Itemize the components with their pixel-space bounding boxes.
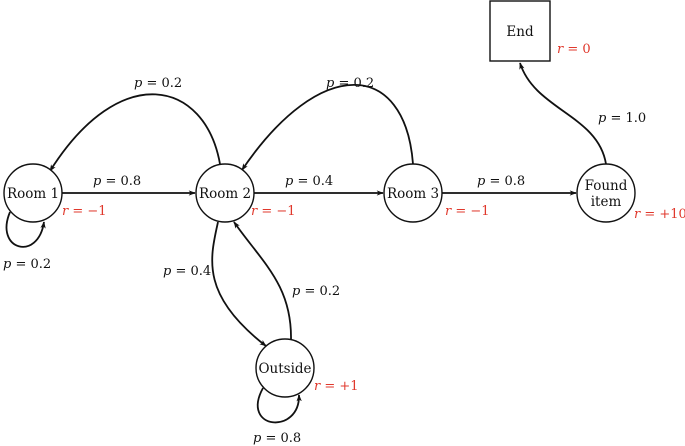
- node-shape-room2: [195, 163, 255, 223]
- reward-label-found: r = +10: [634, 207, 685, 222]
- reward-label-room3: r = −1: [445, 204, 490, 219]
- edge-prob-label-outside-room2: p = 0.2: [292, 284, 340, 299]
- edge-room2-outside: [211, 221, 267, 347]
- reward-label-end: r = 0: [557, 42, 591, 57]
- labels-layer: p = 0.2 p = 0.8 p = 0.2 p = 0.4 p = 0.2 p = 0…: [3, 42, 685, 446]
- node-label-end: End: [506, 24, 534, 40]
- edge-prob-label-outside-self: p = 0.8: [253, 431, 301, 446]
- node-room1: Room 1: [3, 163, 63, 223]
- node-room3: Room 3: [383, 163, 443, 223]
- node-shape-room1: [3, 163, 63, 223]
- edge-room3-room2: [241, 84, 414, 171]
- edge-prob-label-room1-room2: p = 0.8: [93, 174, 141, 189]
- node-label-found: item: [591, 194, 622, 210]
- reward-label-outside: r = +1: [314, 379, 359, 394]
- edge-prob-label-found-end: p = 1.0: [598, 111, 646, 126]
- edge-room1-self: [5, 211, 46, 248]
- node-label-found: Found: [585, 178, 628, 194]
- edge-prob-label-room1-self: p = 0.2: [3, 257, 51, 272]
- node-shape-room3: [383, 163, 443, 223]
- node-label-room1: Room 1: [7, 186, 59, 202]
- edge-found-end: [519, 62, 607, 165]
- node-shape-outside: [255, 338, 315, 398]
- edge-prob-label-room2-outside: p = 0.4: [163, 264, 211, 279]
- node-outside: Outside: [255, 338, 315, 398]
- node-shape-found: [576, 163, 636, 223]
- edge-prob-label-room2-room3: p = 0.4: [285, 174, 333, 189]
- reward-label-room1: r = −1: [62, 204, 107, 219]
- edge-prob-label-room2-room1: p = 0.2: [134, 76, 182, 91]
- node-label-room2: Room 2: [199, 186, 251, 202]
- reward-label-room2: r = −1: [251, 204, 296, 219]
- node-label-outside: Outside: [258, 361, 311, 377]
- edges-layer: [5, 62, 607, 424]
- edge-outside-room2: [233, 221, 292, 341]
- node-end: End: [489, 0, 551, 62]
- node-shape-end: [489, 0, 551, 62]
- node-label-room3: Room 3: [387, 186, 439, 202]
- edge-room2-room1: [49, 93, 221, 172]
- edge-outside-self: [256, 387, 302, 424]
- edge-prob-label-room3-found: p = 0.8: [477, 174, 525, 189]
- node-room2: Room 2: [195, 163, 255, 223]
- edge-prob-label-room3-room2: p = 0.2: [326, 76, 374, 91]
